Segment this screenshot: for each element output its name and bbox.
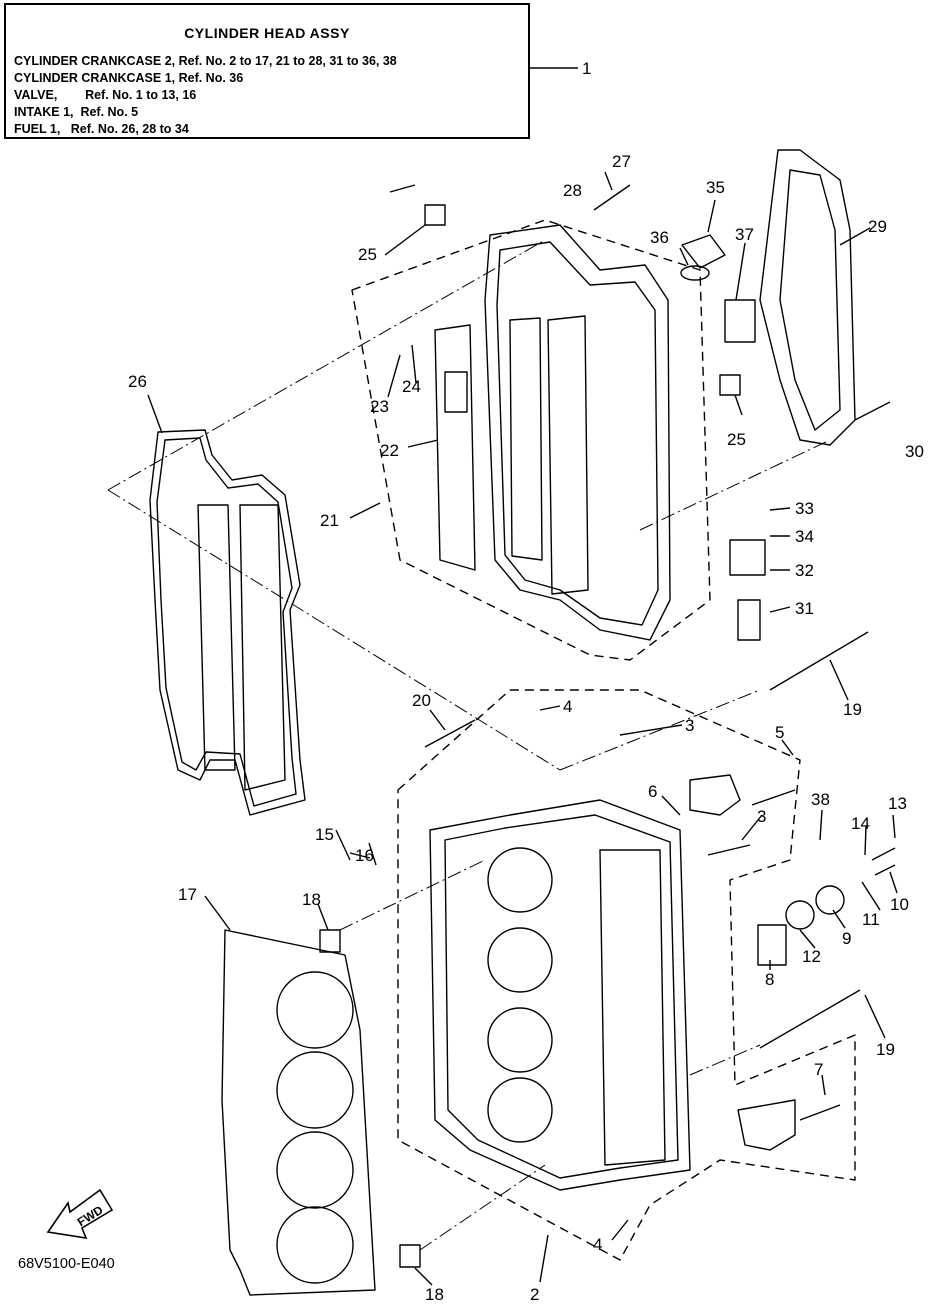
drawing-code: 68V5100-E040 [18, 1256, 115, 1272]
callout-7: 7 [814, 1060, 823, 1079]
callout-3: 3 [685, 716, 694, 735]
header-title: CYLINDER HEAD ASSY [184, 25, 350, 41]
callout-24: 24 [402, 377, 421, 396]
callout-25: 25 [358, 245, 377, 264]
callout-21: 21 [320, 511, 339, 530]
callout-30: 30 [905, 442, 924, 461]
callout-4-b: 4 [593, 1235, 602, 1254]
fwd-arrow-icon: FWD [46, 1188, 114, 1240]
callout-35: 35 [706, 178, 725, 197]
header-line-2: CYLINDER CRANKCASE 1, Ref. No. 36 [14, 71, 244, 85]
callout-17: 17 [178, 885, 197, 904]
callout-9: 9 [842, 929, 851, 948]
callout-37: 37 [735, 225, 754, 244]
callout-12: 12 [802, 947, 821, 966]
callout-23: 23 [370, 397, 389, 416]
callout-3-b: 3 [757, 807, 766, 826]
callout-5: 5 [775, 723, 784, 742]
callout-18-b: 18 [425, 1285, 444, 1304]
callout-25-b: 25 [727, 430, 746, 449]
callout-10: 10 [890, 895, 909, 914]
callout-36: 36 [650, 228, 669, 247]
callout-33: 33 [795, 499, 814, 518]
callout-18: 18 [302, 890, 321, 909]
callout-4: 4 [563, 697, 572, 716]
callout-28: 28 [563, 181, 582, 200]
callout-15: 15 [315, 825, 334, 844]
callout-31: 31 [795, 599, 814, 618]
callout-1: 1 [582, 59, 591, 78]
callout-2: 2 [530, 1285, 539, 1304]
callout-29: 29 [868, 217, 887, 236]
callout-38: 38 [811, 790, 830, 809]
callout-20: 20 [412, 691, 431, 710]
callout-16: 16 [355, 846, 374, 865]
callout-8: 8 [765, 970, 774, 989]
callout-19-b: 19 [876, 1040, 895, 1059]
callout-13: 13 [888, 794, 907, 813]
callout-14: 14 [851, 814, 870, 833]
header-line-1: CYLINDER CRANKCASE 2, Ref. No. 2 to 17, … [14, 54, 397, 68]
callout-11: 11 [862, 910, 880, 929]
callout-34: 34 [795, 527, 814, 546]
header-line-3: VALVE, Ref. No. 1 to 13, 16 [14, 88, 197, 102]
callout-22: 22 [380, 441, 399, 460]
header-line-4: INTAKE 1, Ref. No. 5 [14, 105, 139, 119]
callout-26: 26 [128, 372, 147, 391]
callout-19: 19 [843, 700, 862, 719]
callout-6: 6 [648, 782, 657, 801]
header-line-5: FUEL 1, Ref. No. 26, 28 to 34 [14, 122, 189, 136]
callout-27: 27 [612, 152, 631, 171]
header-box: CYLINDER HEAD ASSY CYLINDER CRANKCASE 2,… [4, 3, 530, 139]
callout-32: 32 [795, 561, 814, 580]
